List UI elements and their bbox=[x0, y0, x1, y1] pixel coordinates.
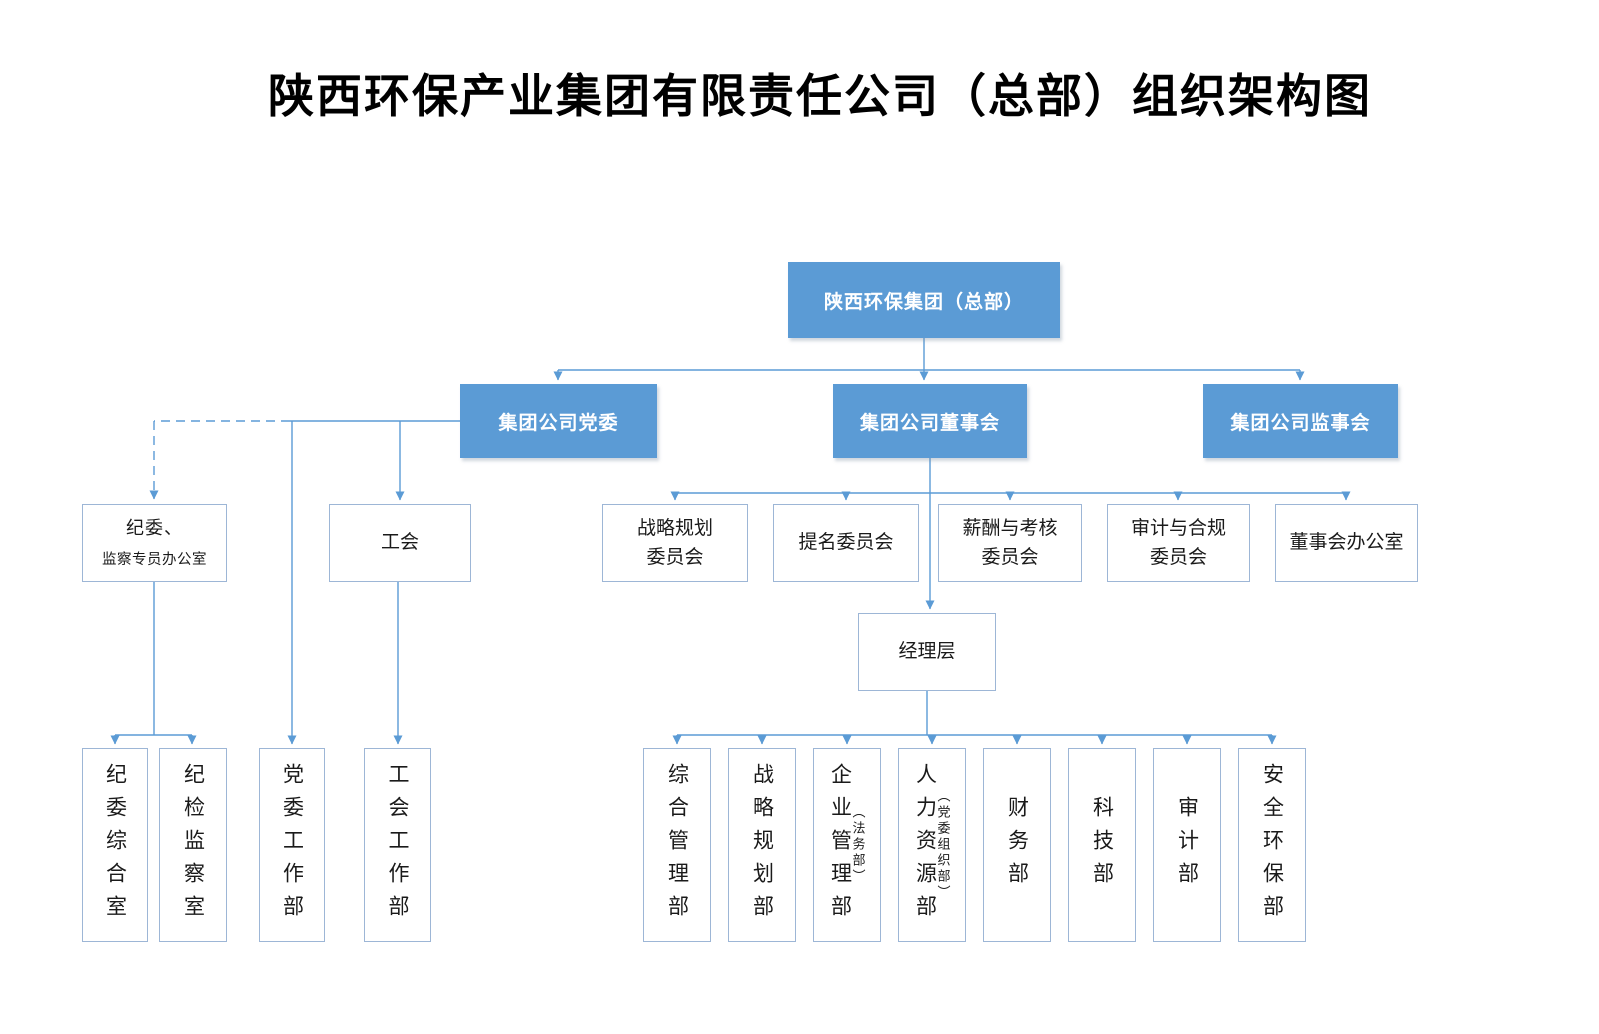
dept-label: 纪委综合室 bbox=[103, 762, 127, 928]
dept-sublabel: （法务部） bbox=[850, 805, 866, 885]
dept-label: 人力资源部 bbox=[913, 762, 937, 928]
discipline-office-line1: 纪委、 bbox=[126, 517, 183, 538]
node-headquarters: 陕西环保集团（总部） bbox=[788, 262, 1060, 338]
node-labor-union: 工会 bbox=[329, 504, 471, 582]
node-discipline-supervision-room: 纪检监察室 bbox=[159, 748, 227, 942]
node-supervisory-board: 集团公司监事会 bbox=[1203, 384, 1398, 458]
dept-label: 工会工作部 bbox=[386, 762, 409, 928]
node-human-resources-dept: 人力资源部 （党委组织部） bbox=[898, 748, 966, 942]
dept-label: 党委工作部 bbox=[280, 762, 304, 928]
node-board-office: 董事会办公室 bbox=[1275, 504, 1418, 582]
node-enterprise-management-dept: 企业管理部 （法务部） bbox=[813, 748, 881, 942]
node-safety-environment-dept: 安全环保部 bbox=[1238, 748, 1306, 942]
node-party-committee: 集团公司党委 bbox=[460, 384, 657, 458]
node-discipline-inspection-office: 纪委、 监察专员办公室 bbox=[82, 504, 227, 582]
discipline-office-line2: 监察专员办公室 bbox=[102, 551, 207, 568]
dept-label: 财务部 bbox=[1005, 795, 1029, 895]
node-strategy-planning-committee: 战略规划 委员会 bbox=[602, 504, 748, 582]
node-board-of-directors: 集团公司董事会 bbox=[833, 384, 1027, 458]
node-science-technology-dept: 科技部 bbox=[1068, 748, 1136, 942]
dept-label: 综合管理部 bbox=[665, 762, 689, 928]
dept-label: 科技部 bbox=[1090, 795, 1114, 895]
node-audit-compliance-committee: 审计与合规 委员会 bbox=[1107, 504, 1250, 582]
dept-sublabel: （党委组织部） bbox=[935, 789, 951, 901]
node-finance-dept: 财务部 bbox=[983, 748, 1051, 942]
dept-label: 纪检监察室 bbox=[181, 762, 205, 928]
node-audit-dept: 审计部 bbox=[1153, 748, 1221, 942]
node-nomination-committee: 提名委员会 bbox=[773, 504, 919, 582]
dept-label: 战略规划部 bbox=[750, 762, 774, 928]
node-union-work-dept: 工会工作部 bbox=[364, 748, 431, 942]
dept-label: 安全环保部 bbox=[1260, 762, 1284, 928]
node-party-work-dept: 党委工作部 bbox=[259, 748, 325, 942]
node-compensation-assessment-committee: 薪酬与考核 委员会 bbox=[938, 504, 1082, 582]
node-general-management-dept: 综合管理部 bbox=[643, 748, 711, 942]
node-discipline-general-room: 纪委综合室 bbox=[82, 748, 148, 942]
page-title: 陕西环保产业集团有限责任公司（总部）组织架构图 bbox=[268, 71, 1372, 122]
dept-label: 审计部 bbox=[1175, 795, 1199, 895]
node-management-layer: 经理层 bbox=[858, 613, 996, 691]
dept-label: 企业管理部 bbox=[828, 762, 852, 928]
node-strategy-planning-dept: 战略规划部 bbox=[728, 748, 796, 942]
